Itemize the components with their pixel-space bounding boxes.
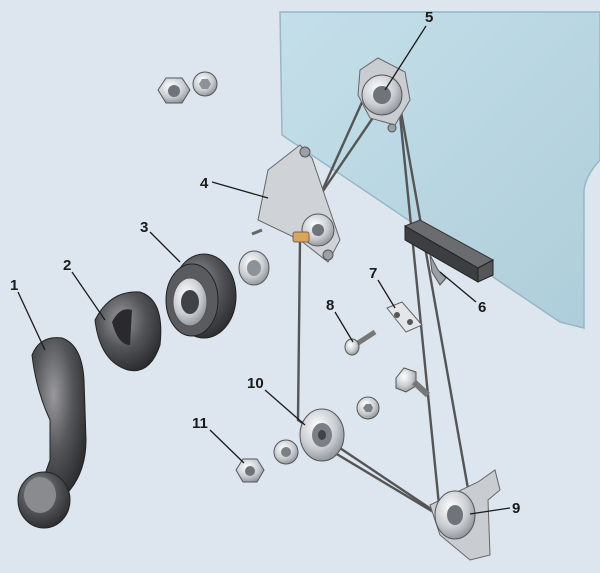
window-crank-handle — [17, 337, 87, 529]
callout-6: 6 — [478, 299, 486, 316]
upper-pulley — [357, 57, 411, 133]
callout-1: 1 — [10, 277, 18, 294]
top-nut — [157, 77, 191, 104]
callout-8: 8 — [326, 297, 334, 314]
middle-washer — [273, 439, 299, 465]
nut — [235, 458, 265, 483]
lower-pulley — [429, 469, 501, 561]
screw — [344, 329, 377, 356]
callout-11: 11 — [192, 415, 208, 432]
callout-7: 7 — [369, 265, 377, 282]
bolt-washer — [356, 396, 380, 420]
callout-5: 5 — [425, 9, 433, 26]
leader-lines — [17, 25, 511, 515]
callout-10: 10 — [247, 375, 264, 392]
escutcheon — [94, 291, 162, 372]
clamp-plate — [386, 301, 423, 333]
callout-4: 4 — [200, 175, 209, 192]
callout-3: 3 — [140, 219, 148, 236]
callout-2: 2 — [63, 257, 71, 274]
glass-clamp — [403, 219, 495, 286]
callout-labels: 1 2 3 4 5 6 7 8 9 10 11 — [10, 9, 520, 517]
bushing — [238, 250, 270, 286]
callout-9: 9 — [512, 500, 520, 517]
bearing-cap — [165, 253, 237, 339]
middle-pulley — [299, 408, 345, 462]
drive-bracket — [251, 144, 341, 263]
bolt — [395, 367, 431, 398]
top-washer — [192, 71, 218, 97]
